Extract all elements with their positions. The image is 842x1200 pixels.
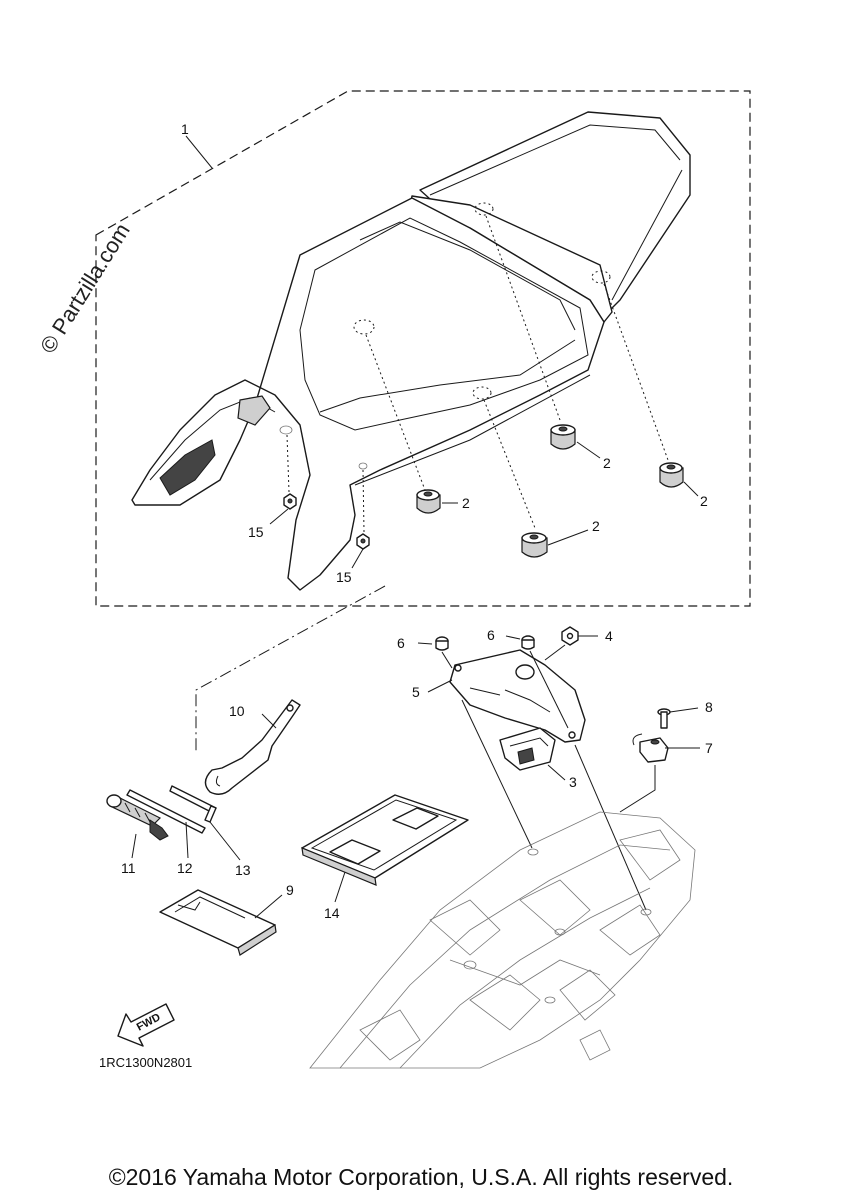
fwd-arrow-icon: FWD bbox=[117, 1003, 175, 1047]
leader-1 bbox=[185, 135, 213, 169]
callout-9: 9 bbox=[286, 882, 294, 898]
callout-5: 5 bbox=[412, 684, 420, 700]
callout-8: 8 bbox=[705, 699, 713, 715]
bolt-6a bbox=[435, 636, 453, 669]
seat-assembly-boundary bbox=[95, 90, 751, 607]
bolt-6b bbox=[521, 635, 569, 729]
toolkit-leader-line bbox=[195, 585, 386, 752]
callout-2c: 2 bbox=[700, 493, 708, 509]
tool-bag-9 bbox=[159, 889, 277, 956]
callout-11: 11 bbox=[121, 860, 136, 876]
callout-3: 3 bbox=[569, 774, 577, 790]
callout-7: 7 bbox=[705, 740, 713, 756]
screwdriver-12 bbox=[126, 789, 206, 834]
callout-15a: 15 bbox=[248, 524, 264, 540]
lock-latch-3 bbox=[499, 727, 556, 771]
damper-2c bbox=[659, 462, 684, 488]
callout-6a: 6 bbox=[397, 635, 405, 651]
callout-4: 4 bbox=[605, 628, 613, 644]
callout-1: 1 bbox=[181, 121, 189, 137]
clamp-7 bbox=[632, 733, 669, 763]
callout-2b: 2 bbox=[603, 455, 611, 471]
callout-12: 12 bbox=[177, 860, 193, 876]
manual-pouch-14 bbox=[301, 794, 469, 886]
callout-2d: 2 bbox=[592, 518, 600, 534]
callout-6b: 6 bbox=[487, 627, 495, 643]
callout-2a: 2 bbox=[462, 495, 470, 511]
seat-assembly bbox=[131, 111, 691, 591]
callout-14: 14 bbox=[324, 905, 340, 921]
seat-lock-bracket-5 bbox=[449, 649, 586, 743]
damper-2d bbox=[521, 532, 548, 558]
nut-15b bbox=[356, 533, 370, 550]
hex-wrench-13 bbox=[169, 785, 217, 823]
watermark-text: © Partzilla.com bbox=[35, 219, 135, 358]
damper-2a bbox=[416, 489, 441, 514]
nut-4 bbox=[561, 626, 579, 646]
rear-frame bbox=[309, 811, 696, 1069]
bolt-8 bbox=[657, 708, 671, 729]
handle-11 bbox=[106, 794, 169, 841]
diagram-code: 1RC1300N2801 bbox=[99, 1055, 192, 1070]
callout-10: 10 bbox=[229, 703, 245, 719]
damper-2b bbox=[550, 424, 576, 450]
copyright-text: ©2016 Yamaha Motor Corporation, U.S.A. A… bbox=[108, 1164, 734, 1190]
callout-13: 13 bbox=[235, 862, 251, 878]
spanner-10 bbox=[204, 699, 301, 795]
callout-15b: 15 bbox=[336, 569, 352, 585]
nut-15a bbox=[283, 493, 297, 510]
